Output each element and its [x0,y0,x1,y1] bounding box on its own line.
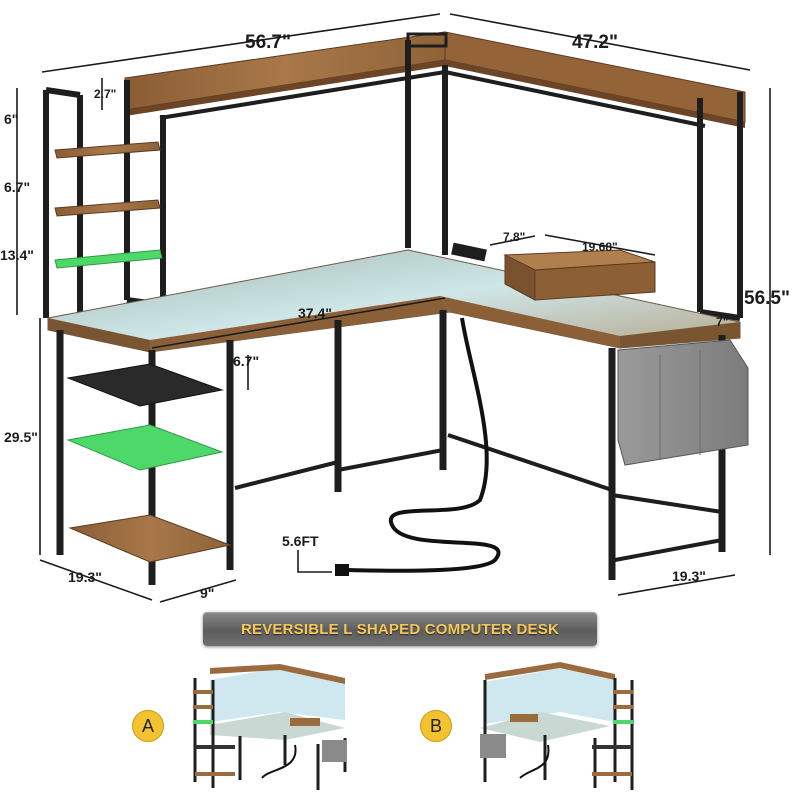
dim-desktop-length: 37.4" [298,305,332,321]
dim-hutch-shelf-depth: 2.7" [94,87,116,101]
power-cord [344,317,501,573]
product-title-banner: REVERSIBLE L SHAPED COMPUTER DESK [203,612,597,646]
dim-shelf-depth: 9" [200,585,214,601]
dim-desk-height: 29.5" [4,429,38,445]
storage-bag [617,339,749,466]
dim-overall-width-right: 47.2" [572,32,618,53]
dim-overall-width-left: 56.7" [245,32,291,53]
variant-a-thumbnail [193,664,347,790]
variant-a-badge: A [132,710,164,742]
dim-overall-height: 56.5" [744,288,790,309]
dim-side-gap-top: 6" [4,111,18,127]
variant-b-thumbnail [480,662,634,790]
dim-side-gap-middle: 6.7" [4,179,30,195]
power-plug [335,564,349,576]
lower-shelves [66,363,232,563]
dim-small-offset: 7" [716,315,728,329]
monitor-stand [503,249,656,301]
dim-monitor-stand-length: 19.68" [582,240,618,254]
hutch-top-shelf [124,31,746,128]
dim-left-depth: 19.3" [68,569,102,585]
dimension-lines [16,13,771,603]
side-shelf-tower [43,87,163,325]
product-title: REVERSIBLE L SHAPED COMPUTER DESK [240,620,560,638]
dim-right-depth: 19.3" [672,568,706,584]
dim-under-desk-gap: 6.7" [233,353,259,369]
dim-monitor-stand-depth: 7.8" [503,230,525,244]
dim-side-gap-bottom: 13.4" [0,247,34,263]
desk-crossbars [234,433,723,562]
variant-b-badge: B [420,710,452,742]
dim-cord-length: 5.6FT [282,533,319,549]
